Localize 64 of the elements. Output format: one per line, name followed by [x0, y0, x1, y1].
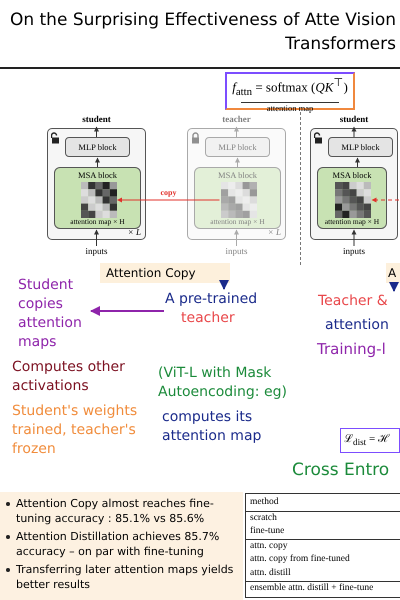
layer-count: × L	[128, 227, 141, 237]
table-cell-text: attn. distill	[249, 567, 292, 580]
formula-box: ℒ$_{dist}$ = ℋ	[340, 428, 400, 454]
block-title: MSA block	[332, 170, 372, 180]
handwritten-note: (ViT-L with Mask Autoencoding: eg)	[158, 364, 288, 402]
input-label: inputs	[72, 246, 122, 258]
arrow	[117, 198, 220, 202]
mlp-block: MLP block	[65, 137, 130, 157]
handwritten-note: Teacher &	[318, 292, 400, 312]
bullet-point: Attention Copy almost reaches fine-tuning accuracy : 85.1% vs 85.6%	[16, 496, 215, 526]
table-cell-text: method	[249, 496, 280, 509]
encoder-panel	[47, 128, 146, 240]
msa-block	[317, 167, 387, 229]
handwritten-note: Cross Entro	[292, 459, 390, 482]
table-cell: scratch	[246, 511, 400, 525]
input-label: inputs	[212, 246, 262, 258]
panel-label: teacher	[212, 114, 262, 126]
attention-map-grid	[80, 182, 116, 218]
section-heading: Attention Copy	[100, 263, 230, 283]
handwritten-note: attention	[325, 316, 390, 335]
handwritten-note: Computes other activations	[12, 358, 126, 396]
table-cell: attn. copy	[246, 539, 400, 553]
input-label: inputs	[329, 246, 379, 258]
encoder-panel	[310, 128, 398, 240]
attention-map-grid	[220, 182, 256, 218]
arrow	[95, 158, 100, 168]
bullet-point: Attention Distillation achieves 85.7% accuracy – on par with fine-tuning	[16, 529, 220, 559]
msa-block	[194, 167, 281, 229]
handwritten-note: Training-l	[317, 340, 387, 359]
arrow	[352, 126, 356, 138]
table-cell-text: attn. copy from fine-tuned	[249, 553, 351, 566]
arrow	[235, 158, 240, 168]
formula: f$_{attn}$ = softmax (QK$^{⊤}$)	[231, 76, 349, 100]
mlp-block: MLP block	[328, 137, 393, 157]
arrow	[234, 230, 239, 246]
block-title: MSA block	[77, 170, 118, 180]
title: On the Surprising Effectiveness of Atte Vision Transformers	[8, 9, 396, 56]
panel-label: student	[72, 114, 122, 126]
arrow	[94, 230, 99, 246]
handwritten-note: Student's weights trained, teacher's frozen	[12, 402, 138, 459]
section-heading: A	[386, 263, 400, 283]
handwritten-note: computes its attention map	[162, 408, 262, 446]
arrow	[372, 198, 400, 202]
panel-label: student	[329, 114, 379, 126]
bullet-point: Transferring later attention maps yields better results	[16, 562, 234, 592]
arrow	[234, 126, 239, 138]
handwritten-note: teacher	[180, 309, 236, 328]
arrow	[389, 282, 399, 292]
encoder-panel	[187, 128, 286, 240]
arrow	[355, 158, 360, 168]
arrow	[90, 306, 164, 316]
attention-map-grid	[335, 182, 371, 218]
handwritten-note: Student copies attention maps	[18, 276, 90, 356]
edge-label: copy	[158, 188, 178, 197]
block-title: MSA block	[217, 170, 258, 180]
table-cell: ensemble attn. distill + fine-tune	[246, 581, 400, 595]
arrow	[94, 126, 99, 138]
layer-count: × L	[268, 227, 281, 237]
msa-block	[54, 167, 141, 229]
arrow	[352, 230, 356, 246]
mlp-block: MLP block	[205, 137, 270, 157]
handwritten-note: A pre-trained	[165, 290, 258, 309]
table-cell-text: fine-tune	[249, 525, 286, 538]
arrow	[219, 280, 229, 290]
